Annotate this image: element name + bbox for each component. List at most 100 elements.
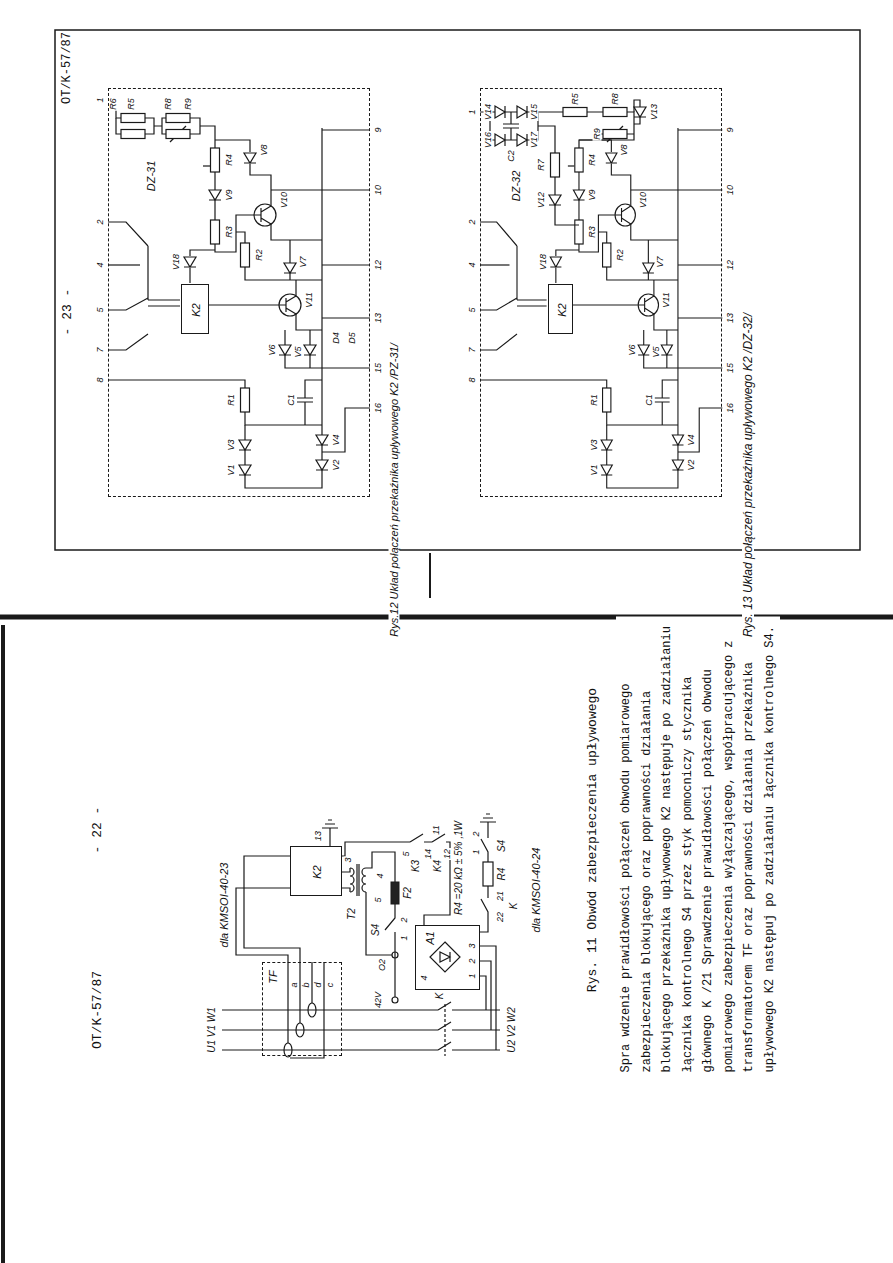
component-label: c — [326, 982, 335, 989]
component-label: 10 — [726, 184, 735, 196]
relay-coil-box: K2 — [548, 284, 574, 334]
component-label: V5 — [294, 345, 303, 358]
component-label: R4 =20 kΩ ± 5% ,1W — [454, 820, 464, 916]
component-label: V11 — [662, 291, 671, 308]
component-label: V8 — [260, 143, 269, 156]
component-label: 7 — [468, 346, 477, 353]
component-label: 14 — [424, 848, 433, 860]
component-label: V13 — [650, 103, 659, 121]
component-label: 1 — [468, 972, 477, 979]
component-label: V12 — [537, 191, 546, 209]
component-label: K — [435, 992, 445, 1001]
component-label: 13 — [726, 312, 735, 324]
component-label: V11 — [305, 291, 314, 308]
component-label: 12 — [443, 848, 452, 860]
component-label: R1 — [227, 393, 236, 407]
component-label: 3 — [468, 942, 477, 949]
node-label: DZ-32 — [511, 171, 522, 202]
rectifier-box: A1 — [415, 925, 480, 990]
component-label: 5 — [96, 306, 105, 313]
component-label: V16 — [484, 131, 493, 149]
component-label: 42V — [374, 991, 383, 1009]
component-label: V18 — [539, 253, 548, 271]
component-label: V18 — [172, 253, 181, 271]
component-label: 16 — [726, 402, 735, 414]
component-label: 5 — [468, 306, 477, 313]
component-label: Rys.12 Układ połączeń przekaźnika upływo… — [389, 342, 400, 637]
component-label: 16 — [374, 402, 383, 414]
component-label: V4 — [332, 433, 341, 446]
node-label: K2 — [312, 865, 323, 878]
component-label: O2 — [378, 958, 387, 972]
component-label: 4 — [468, 261, 477, 268]
component-label: 15 — [374, 362, 383, 374]
component-label: R9 — [593, 127, 602, 141]
component-label: R4 — [225, 153, 234, 167]
component-label: D4 — [332, 331, 341, 345]
component-label: 11 — [432, 824, 441, 835]
page-header: OT/K-57/87 — [91, 970, 104, 1050]
component-label: dla KMSOI-40-24 — [531, 847, 542, 934]
body-text: Spra wdzenie prawidłowości połączeń obwo… — [616, 617, 780, 1074]
component-label: V1 — [227, 463, 236, 476]
component-label: R1 — [590, 393, 599, 407]
component-label: K — [509, 902, 519, 911]
component-label: R5 — [127, 97, 136, 111]
component-label: V2 — [332, 458, 341, 471]
component-label: R3 — [588, 225, 597, 239]
page-header: OT/K-57/87 — [61, 31, 73, 105]
component-label: 12 — [726, 259, 735, 271]
component-label: R2 — [616, 248, 625, 262]
component-label: Rys. 13 Układ połączeń przekaźnika upływ… — [742, 312, 754, 638]
component-label: V4 — [687, 433, 696, 446]
component-label: V9 — [225, 188, 234, 201]
component-label: 22 — [496, 911, 505, 923]
component-label: V14 — [484, 103, 493, 121]
component-label: 12 — [374, 259, 383, 271]
component-label: 3 — [344, 856, 353, 863]
component-label: 2 — [472, 830, 481, 837]
component-label: U1 V1 W1 — [207, 1006, 217, 1054]
component-label: 1 — [96, 96, 105, 103]
component-label: R5 — [571, 92, 580, 106]
component-label: 8 — [96, 376, 105, 383]
component-label: V1 — [590, 463, 599, 476]
component-label: K4 — [433, 859, 443, 873]
component-label: U2 V2 W2 — [507, 1006, 517, 1054]
component-label: R2 — [255, 248, 264, 262]
component-label: V3 — [227, 438, 236, 451]
node-label: DZ-31 — [146, 161, 157, 192]
page-header: - 22 - — [91, 806, 104, 855]
component-label: V6 — [628, 343, 637, 356]
component-label: 5 — [402, 850, 411, 857]
component-label: R7 — [537, 158, 546, 172]
component-label: T2 — [347, 907, 357, 921]
component-label: V15 — [530, 103, 539, 121]
component-label: d — [314, 981, 323, 988]
component-label: 1 — [472, 848, 481, 855]
component-label: 9 — [726, 126, 735, 133]
component-label: 2 — [468, 218, 477, 225]
component-label: 13 — [374, 312, 383, 324]
component-label: 8 — [468, 376, 477, 383]
node-label: A1 — [425, 931, 436, 944]
component-label: R4 — [588, 153, 597, 167]
component-label: V10 — [280, 191, 289, 209]
component-label: 2 — [468, 957, 477, 964]
component-label: V2 — [687, 458, 696, 471]
component-label: V10 — [639, 191, 648, 209]
component-label: S4 — [371, 923, 381, 937]
component-label: V6 — [268, 343, 277, 356]
component-label: R3 — [225, 225, 234, 239]
component-label: R4 — [497, 867, 507, 882]
component-label: 4 — [376, 872, 385, 879]
component-label: 4 — [420, 974, 429, 981]
component-label: R8 — [164, 97, 173, 111]
relay-box: K2 — [290, 846, 342, 896]
component-label: V17 — [530, 131, 539, 149]
relay-coil-box: K2 — [181, 284, 209, 334]
component-label: C1 — [287, 393, 296, 407]
module-box: DZ-31K2 — [108, 88, 370, 497]
component-label: 13 — [314, 830, 323, 842]
component-label: 5 — [374, 896, 383, 903]
